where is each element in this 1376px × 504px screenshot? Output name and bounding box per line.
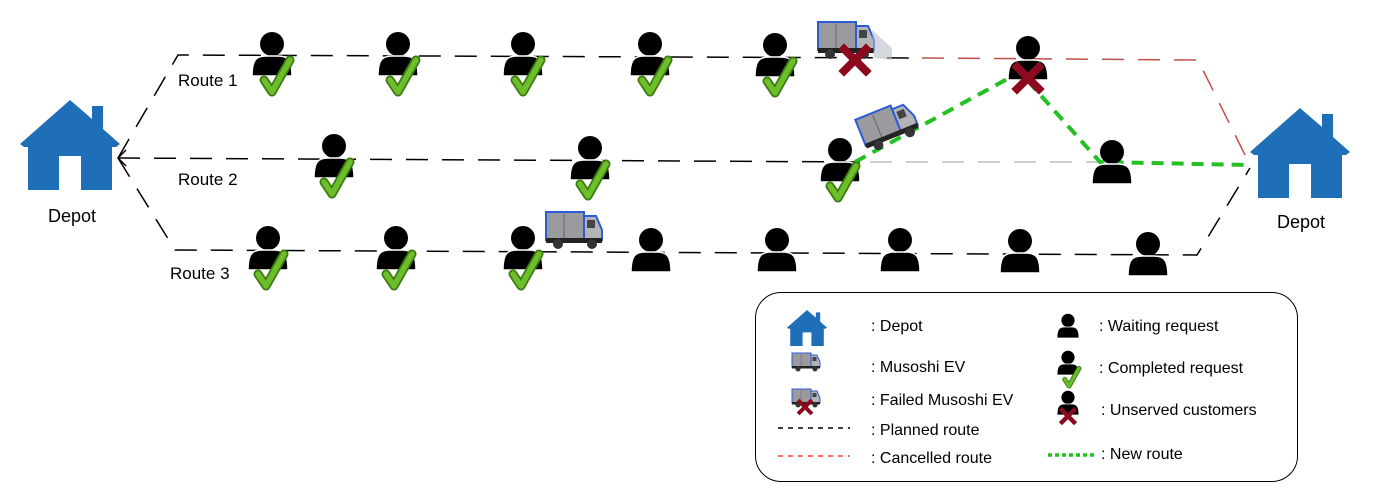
ev-truck <box>854 97 923 156</box>
completed-request <box>375 225 417 286</box>
completed-request <box>629 31 670 92</box>
house-icon <box>20 100 120 190</box>
waiting-request <box>630 227 672 273</box>
completed-request <box>247 225 289 286</box>
new-route <box>854 69 1251 167</box>
completed-request <box>313 133 355 194</box>
route-2-stops <box>313 97 1133 198</box>
legend-label-unserved: : Unserved customers <box>1101 402 1257 419</box>
left-depot-label: Depot <box>48 206 96 226</box>
completed-request <box>569 135 611 196</box>
completed-request <box>819 137 861 198</box>
right-depot-label: Depot <box>1277 212 1325 232</box>
route-1-label: Route 1 <box>178 71 238 90</box>
new-route-line <box>854 69 1251 167</box>
completed-request <box>754 32 795 93</box>
completed-request <box>377 31 418 92</box>
left-depot: Depot <box>20 100 120 226</box>
route-1-planned-line <box>117 54 923 159</box>
route-1-cancelled-line <box>921 57 1251 166</box>
route-2-label: Route 2 <box>178 170 238 189</box>
completed-request <box>251 31 292 92</box>
waiting-request <box>756 227 798 273</box>
ev-truck <box>545 211 603 250</box>
arrowhead-icon <box>116 149 127 167</box>
completed-request <box>502 225 544 286</box>
right-depot: Depot <box>1250 108 1350 232</box>
legend: : Depot : Musoshi EV : Failed Musoshi EV… <box>755 292 1298 482</box>
completed-request <box>502 31 543 92</box>
planned-routes <box>116 54 1251 256</box>
route-1-stops <box>251 21 1049 93</box>
route-3-stops <box>247 211 1169 286</box>
legend-icons <box>778 310 1095 457</box>
legend-label-new-route: : New route <box>1101 446 1183 463</box>
failed-ev <box>817 21 892 71</box>
waiting-request <box>999 228 1041 274</box>
legend-label-planned-route: : Planned route <box>871 422 980 439</box>
unserved-customer <box>1007 35 1049 89</box>
legend-label-failed-ev: : Failed Musoshi EV <box>871 392 1014 409</box>
route-3-label: Route 3 <box>170 264 230 283</box>
legend-label-depot: : Depot <box>871 318 923 335</box>
route-3-planned-line <box>117 157 1251 256</box>
legend-label-completed: : Completed request <box>1099 360 1244 377</box>
house-icon <box>1250 108 1350 198</box>
route-2-planned-line <box>117 157 871 163</box>
waiting-request <box>879 227 921 273</box>
legend-label-cancelled-route: : Cancelled route <box>871 450 992 467</box>
cancelled-route <box>921 57 1251 166</box>
legend-label-waiting: : Waiting request <box>1099 318 1219 335</box>
waiting-request <box>1127 231 1169 277</box>
legend-label-ev: : Musoshi EV <box>871 359 966 376</box>
